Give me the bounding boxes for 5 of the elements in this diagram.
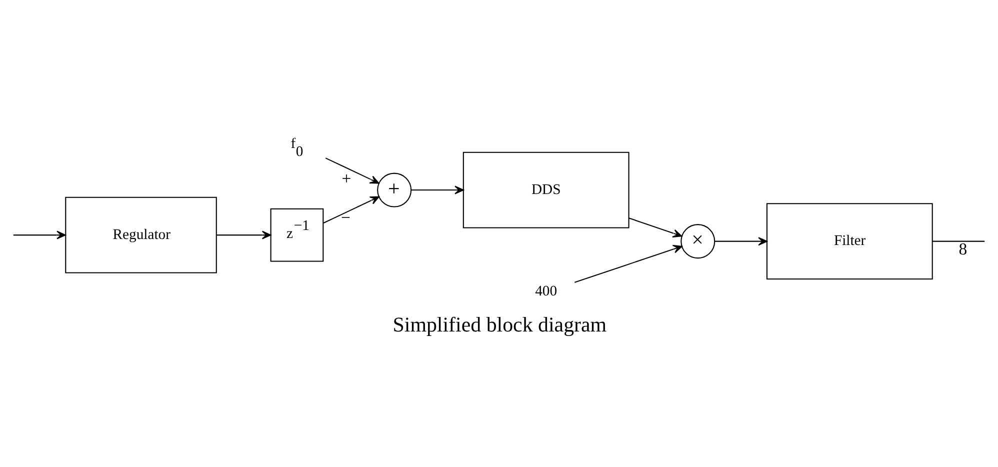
node-text: 400 [535, 282, 558, 299]
edge-label: + [342, 168, 352, 188]
edge-label: − [340, 208, 350, 227]
edge-label: 8 [958, 239, 968, 258]
caption: Simplified block diagram [392, 312, 607, 336]
